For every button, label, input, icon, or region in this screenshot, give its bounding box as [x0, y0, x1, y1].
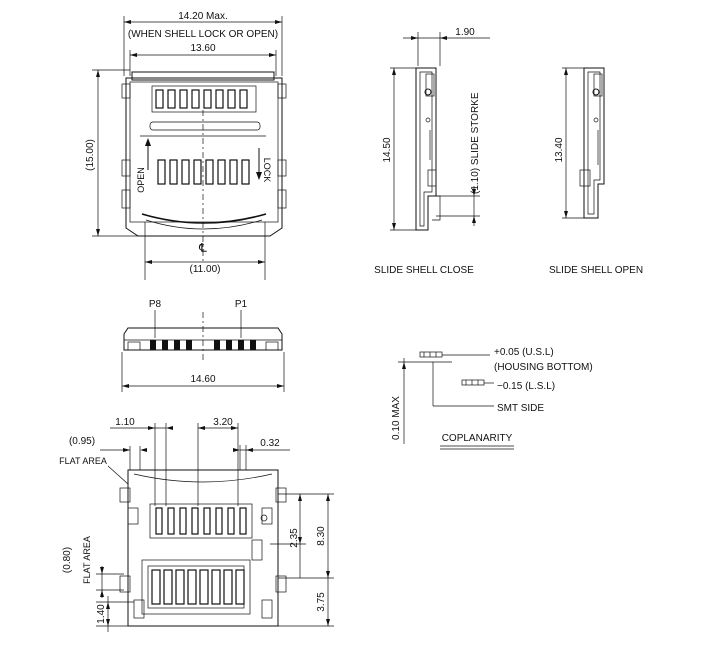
label-lock: LOCK: [262, 158, 272, 183]
top-contacts: [151, 85, 257, 113]
dim-max-width: 14.20 Max.: [178, 11, 227, 22]
side-view-open: 13.40 SLIDE SHELL OPEN: [549, 67, 643, 276]
front-pins: [150, 340, 256, 350]
dim-side-thickness: 1.90: [455, 27, 475, 38]
flat-area-side: FLAT AREA: [82, 536, 92, 584]
top-view: 14.20 Max. (WHEN SHELL LOCK OR OPEN) 13.…: [85, 11, 287, 280]
coplanarity-housing-bottom: (HOUSING BOTTOM): [494, 362, 593, 373]
coplanarity-detail: +0.05 (U.S.L) (HOUSING BOTTOM) −0.15 (L.…: [391, 347, 593, 450]
dim-0-80: (0.80): [62, 547, 73, 573]
dim-open-height: 13.40: [554, 137, 565, 162]
centerline-symbol: ℄: [198, 241, 207, 255]
footprint-lower-pads: [141, 559, 251, 615]
coplanarity-title: COPLANARITY: [442, 433, 513, 444]
dim-8-30: 8.30: [316, 526, 327, 546]
coplanarity-lsl: −0.15 (L.S.L): [497, 381, 555, 392]
caption-slide-shell-open: SLIDE SHELL OPEN: [549, 265, 643, 276]
dim-0-32: 0.32: [260, 438, 280, 449]
coplanarity-smt-side: SMT SIDE: [497, 403, 544, 414]
label-p1: P1: [235, 299, 248, 310]
coplanarity-usl: +0.05 (U.S.L): [494, 347, 554, 358]
dim-front-width: 14.60: [190, 374, 215, 385]
side-view-close: 1.90 14.50 (1.10) SLIDE STORKE SLIDE SHE…: [374, 27, 490, 276]
dim-max-width-note: (WHEN SHELL LOCK OR OPEN): [128, 29, 278, 40]
dim-3-75: 3.75: [316, 592, 327, 612]
label-p8: P8: [149, 299, 162, 310]
coplanarity-dim-max: 0.10 MAX: [391, 396, 402, 440]
label-open: OPEN: [136, 167, 146, 193]
dim-height: (15.00): [85, 139, 96, 171]
flat-area-top: FLAT AREA: [59, 456, 107, 466]
caption-slide-shell-close: SLIDE SHELL CLOSE: [374, 265, 474, 276]
front-view: P8 P1 14.60: [121, 299, 285, 392]
dim-0-95: (0.95): [69, 436, 95, 447]
footprint-view: 1.10 3.20 (0.95) FLAT AREA 0.32: [59, 417, 334, 632]
dim-body-width: 13.60: [190, 43, 215, 54]
dim-side-height: 14.50: [382, 137, 393, 162]
dim-1-10: 1.10: [115, 417, 135, 428]
dim-2-35: 2.35: [289, 528, 300, 548]
dim-slide-stroke: (1.10) SLIDE STORKE: [470, 92, 481, 194]
dim-card-width: (11.00): [190, 264, 221, 275]
dim-3-20: 3.20: [213, 417, 233, 428]
bottom-contacts: [157, 159, 250, 185]
footprint-upper-pads: [149, 503, 253, 539]
dim-1-40: 1.40: [96, 604, 107, 624]
